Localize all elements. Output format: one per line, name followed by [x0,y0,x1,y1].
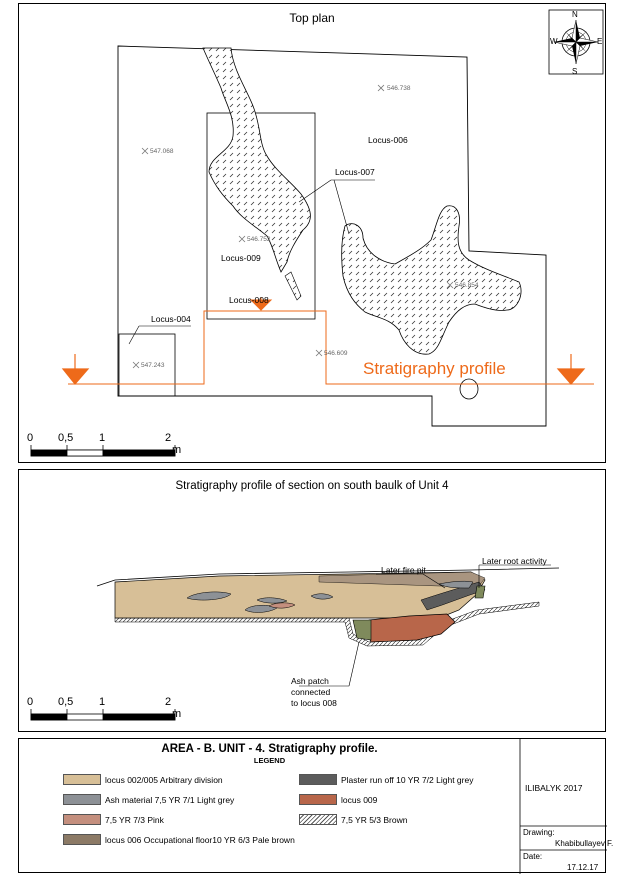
top-plan-title: Top plan [289,11,335,25]
scale-tick-0: 0 [27,696,34,708]
posthole-oval [459,378,479,400]
legend-swatch-009 [299,794,337,805]
elevation-label: 546.609 [324,350,348,357]
trench-outline [117,45,547,427]
scale-tick-1: 1 [99,432,106,444]
stratigraphy-profile-label: Stratigraphy profile [363,359,506,378]
legend-swatch-ash [63,794,101,805]
locus-006-label: Locus-006 [368,135,408,145]
locus-004-label: Locus-004 [151,314,191,324]
elevation-label: 546.752 [247,236,271,243]
compass-rose-icon [553,19,599,65]
elevation-label: 547.243 [141,362,165,369]
legend-panel: AREA - B. UNIT - 4. Stratigraphy profile… [18,738,613,874]
top-plan-panel: Top plan N S E W Locus-006 Locus-007 Loc… [18,3,606,463]
legend-item-label: 7,5 YR 7/3 Pink [105,815,164,825]
scale-tick-05: 0,5 [58,696,74,708]
scale-tick-05: 0,5 [58,432,74,444]
compass-e-label: E [597,37,603,46]
scale-tick-0: 0 [27,432,34,444]
elevation-crosses [132,84,454,369]
ash-patch-label-1: Ash patch [291,676,329,686]
ash-lens [256,597,288,604]
legend-subtitle: LEGEND [253,756,286,765]
legend-swatch-pink [63,814,101,825]
top-scale-bar [30,445,176,457]
scale-unit: m [172,708,182,720]
scale-unit: m [172,444,182,456]
legend-item-label: locus 002/005 Arbitrary division [105,775,223,785]
ash-layer-upper [438,580,474,589]
elevation-label: 546.738 [387,85,411,92]
locus-008-sliver [284,271,302,301]
pink-lens [268,602,296,609]
drawing-label: Drawing: [523,828,555,837]
section-drawing [30,564,560,721]
legend-title: AREA - B. UNIT - 4. Stratigraphy profile… [161,743,378,755]
profile-line [68,310,594,385]
ash-lens [186,591,232,601]
elevation-label: 547.068 [150,148,174,155]
ash-lens [310,593,334,600]
section-title: Stratigraphy profile of section on south… [175,480,449,492]
locus-008-label: Locus-008 [229,295,269,305]
locus-009-label: Locus-009 [221,253,261,263]
scale-tick-1: 1 [99,696,106,708]
elevation-label: 546.854 [455,282,479,289]
ash-patch-label-3: to locus 008 [291,698,337,708]
legend-item-label: locus 006 Occupational floor10 YR 6/3 Pa… [105,835,295,845]
locus-006-hatched-area [341,205,522,355]
top-plan-drawing [30,9,604,457]
legend-item-label: Plaster run off 10 YR 7/2 Light grey [341,775,474,785]
legend-item-label: Ash material 7,5 YR 7/1 Light grey [105,795,235,805]
legend-swatch-006 [63,834,101,845]
legend-swatch-002-005 [63,774,101,785]
ash-patch-008 [352,619,372,641]
date-label: Date: [523,852,543,861]
profile-arrow-center [249,299,273,311]
legend-item-label: 7,5 YR 5/3 Brown [341,815,408,825]
ground-line [96,567,560,587]
profile-arrow-left [61,354,90,385]
profile-arrow-right [556,354,586,385]
legend-frame-lines [519,739,607,874]
root-activity-label: Later root activity [482,556,547,566]
scale-tick-2: 2 [165,432,172,444]
compass-s-label: S [572,67,578,76]
locus-007-label: Locus-007 [335,167,375,177]
compass-w-label: W [550,37,558,46]
legend-item-label: locus 009 [341,795,378,805]
locus-004-square [118,333,176,397]
drawing-author: Khabibullayev F. [555,839,614,848]
compass-n-label: N [572,10,578,19]
scale-tick-2: 2 [165,696,172,708]
ash-patch-label-2: connected [291,687,331,697]
date-value: 17.12.17 [567,863,599,872]
fire-pit-label: Later fire pit [381,565,426,575]
locus-007-hatched-area [202,47,311,273]
site-name: ILIBALYK 2017 [525,783,583,793]
inner-unit-outline [206,112,316,320]
section-scale-bar [30,709,176,721]
legend-swatch-brown-hatch [299,814,337,825]
plaster-runoff [420,581,486,611]
root-patch [474,585,486,599]
legend-swatch-plaster [299,774,337,785]
section-panel: Stratigraphy profile of section on south… [18,469,606,732]
